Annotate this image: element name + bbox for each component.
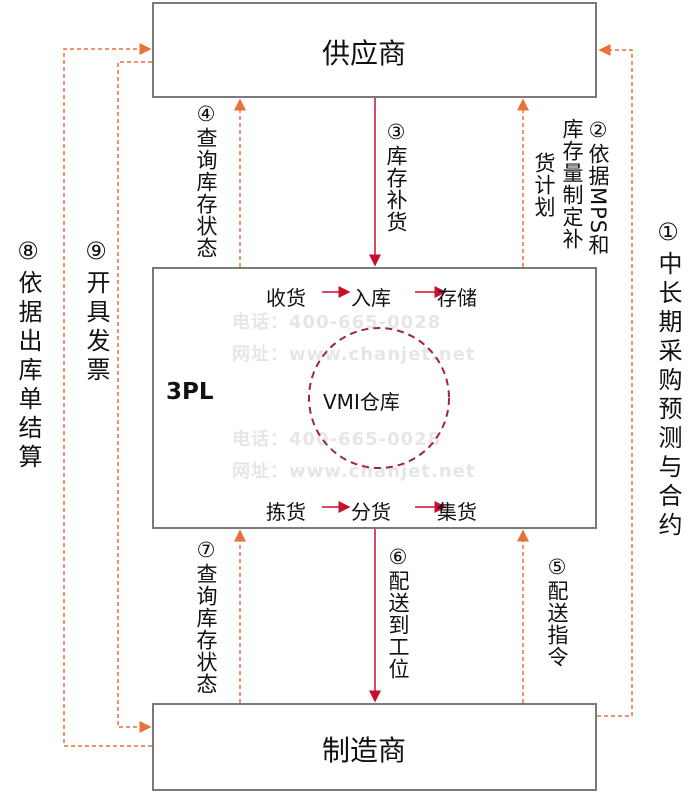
flow2-label-a: ②依据MPS和	[586, 118, 610, 257]
step-putaway: 入库	[351, 286, 391, 310]
flow3-label: ③库存补货	[384, 120, 408, 233]
watermark-phone: 电话：400-665-0028	[232, 312, 442, 333]
flow4-label: ④查询库存状态	[194, 102, 218, 259]
step-receive: 收货	[266, 286, 306, 310]
vmi-label: VMI仓库	[323, 390, 400, 414]
supplier-label: 供应商	[322, 37, 407, 70]
flow2-label-b: 库存量制定补	[560, 118, 584, 250]
3pl-box: 3PL	[152, 267, 597, 529]
watermark-phone: 电话：400-665-0028	[232, 429, 442, 450]
flow9-line	[117, 61, 152, 733]
step-pick: 拣货	[266, 500, 306, 524]
supplier-box: 供应商	[152, 2, 597, 98]
3pl-label: 3PL	[166, 379, 214, 405]
flow7-label: ⑦查询库存状态	[194, 538, 218, 695]
step-sort: 分货	[351, 500, 391, 524]
flow9-label: ⑨开具发票	[82, 237, 110, 386]
flow8-label: ⑧依据出库单结算	[14, 237, 42, 473]
step-store: 存储	[437, 286, 477, 310]
vmi-circle	[308, 327, 450, 469]
flow1-line	[597, 44, 633, 717]
flow8-line	[63, 43, 152, 747]
flow5-label: ⑤配送指令	[545, 555, 569, 668]
flow1-label: ①中长期采购预测与合约	[654, 218, 682, 541]
flow2-label-c: 货计划	[532, 152, 556, 218]
manufacturer-label: 制造商	[322, 734, 407, 767]
flow6-label: ⑥配送到工位	[386, 545, 410, 680]
manufacturer-box: 制造商	[152, 703, 597, 791]
step-consolidate: 集货	[437, 500, 477, 524]
watermark-site: 网址：www.chanjet.net	[232, 344, 476, 365]
watermark-site: 网址：www.chanjet.net	[232, 461, 476, 482]
